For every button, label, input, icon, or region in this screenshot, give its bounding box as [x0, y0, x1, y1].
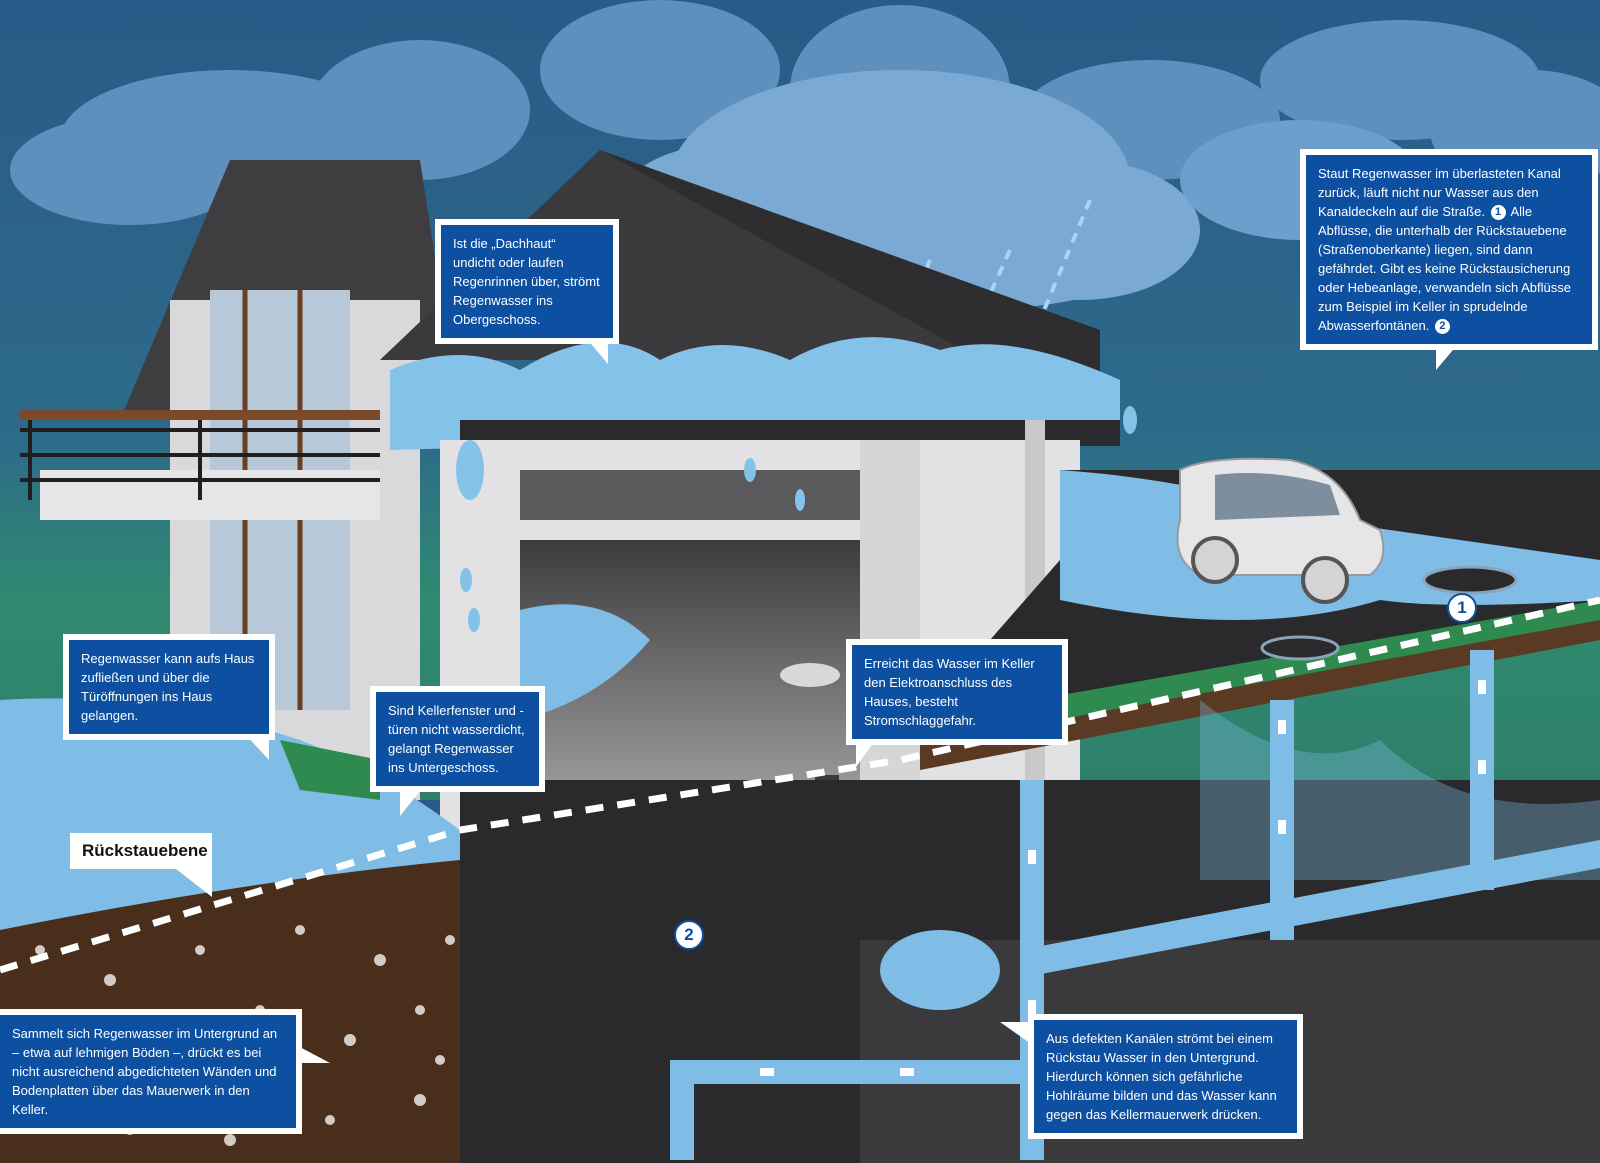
callout-roof-text: Ist die „Dachhaut“ undicht oder laufen R…: [453, 236, 600, 327]
callout-electric-text: Erreicht das Wasser im Keller den Elektr…: [864, 656, 1035, 728]
callout-electric: Erreicht das Wasser im Keller den Elektr…: [846, 639, 1068, 767]
callout-roof-tail: [586, 338, 608, 364]
marker-two-inline: 2: [1434, 319, 1450, 334]
callout-sewer-tail: [1000, 1022, 1034, 1046]
callout-ground: Sammelt sich Regenwasser im Untergrund a…: [0, 1009, 330, 1134]
callout-window-text: Sind Kellerfenster und -türen nicht wass…: [388, 703, 525, 775]
callout-street-text-a: Staut Regenwasser im überlasteten Kanal …: [1318, 166, 1561, 219]
callout-roof: Ist die „Dachhaut“ undicht oder laufen R…: [435, 219, 619, 364]
callout-door-text: Regenwasser kann aufs Haus zufließen und…: [81, 651, 255, 723]
callout-street-text-b: Alle Abflüsse, die unterhalb der Rücksta…: [1318, 204, 1571, 333]
callout-door-tail: [245, 734, 269, 760]
callout-sewer: Aus defekten Kanälen strömt bei einem Rü…: [1000, 1014, 1303, 1139]
marker-one: 1: [1447, 593, 1477, 623]
marker-one-inline: 1: [1490, 205, 1506, 220]
callout-electric-tail: [856, 739, 876, 767]
callout-window: Sind Kellerfenster und -türen nicht wass…: [370, 686, 545, 816]
callout-door: Regenwasser kann aufs Haus zufließen und…: [63, 634, 275, 760]
callout-street-tail: [1436, 344, 1458, 370]
callout-ground-tail: [296, 1045, 330, 1063]
sewer-system: [460, 650, 1600, 1163]
backflow-level-line: [0, 596, 1600, 974]
callout-ground-text: Sammelt sich Regenwasser im Untergrund a…: [12, 1026, 278, 1117]
callout-street: Staut Regenwasser im überlasteten Kanal …: [1300, 149, 1598, 370]
callout-sewer-text: Aus defekten Kanälen strömt bei einem Rü…: [1046, 1031, 1277, 1122]
car: [1176, 457, 1385, 604]
backflow-level-label: Rückstauebene: [70, 833, 212, 897]
backflow-level-label-text: Rückstauebene: [82, 841, 208, 860]
backflow-level-label-tail: [176, 869, 212, 897]
callout-window-tail: [400, 786, 424, 816]
marker-two: 2: [674, 920, 704, 950]
